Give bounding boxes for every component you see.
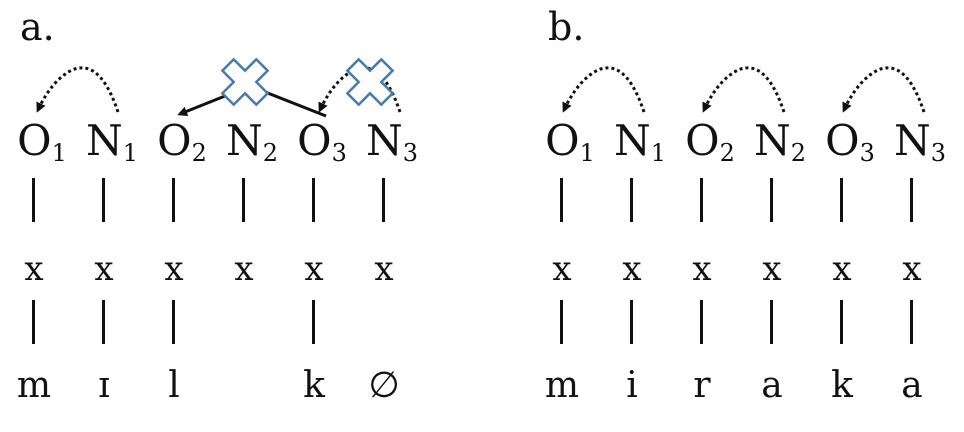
association-line — [172, 300, 175, 344]
skeletal-x: x — [164, 249, 184, 289]
association-line — [770, 178, 773, 222]
skeletal-x: x — [234, 249, 254, 289]
node-N1: N1 — [85, 116, 139, 167]
association-line — [630, 300, 633, 344]
skeletal-x: x — [552, 249, 572, 289]
skeletal-x: x — [94, 249, 114, 289]
segment: a — [761, 365, 783, 406]
association-line — [102, 300, 105, 344]
node-N3: N3 — [893, 116, 947, 167]
association-line — [312, 178, 315, 222]
panel-label: b. — [548, 5, 585, 49]
segment: l — [168, 365, 180, 406]
node-O2: O2 — [685, 116, 735, 167]
segment: k — [831, 365, 853, 406]
panel-label: a. — [20, 5, 55, 49]
skeletal-x: x — [832, 249, 852, 289]
association-line — [910, 300, 913, 344]
node-N1: N1 — [613, 116, 667, 167]
association-line — [32, 300, 35, 344]
association-line — [102, 178, 105, 222]
segment: i — [626, 365, 638, 406]
association-line — [382, 178, 385, 222]
segment: k — [303, 365, 325, 406]
segment: r — [693, 365, 711, 406]
association-line — [630, 178, 633, 222]
panel-b: b. O1 N1 O2 N2 O3 N3 x x x x x x m i r a… — [482, 0, 964, 432]
association-line — [840, 178, 843, 222]
skeletal-x: x — [622, 249, 642, 289]
association-line — [32, 178, 35, 222]
segment: m — [16, 365, 52, 406]
segment: a — [901, 365, 923, 406]
association-line — [172, 178, 175, 222]
skeletal-x: x — [762, 249, 782, 289]
node-O1: O1 — [545, 116, 595, 167]
association-line — [312, 300, 315, 344]
skeletal-x: x — [374, 249, 394, 289]
skeletal-x: x — [902, 249, 922, 289]
association-line — [910, 178, 913, 222]
segment: ɪ — [98, 365, 110, 406]
node-N2: N2 — [225, 116, 279, 167]
node-O2: O2 — [157, 116, 207, 167]
segment: m — [544, 365, 580, 406]
association-line — [700, 178, 703, 222]
node-N3: N3 — [365, 116, 419, 167]
skeletal-x: x — [24, 249, 44, 289]
association-line — [560, 178, 563, 222]
node-N2: N2 — [753, 116, 807, 167]
association-line — [840, 300, 843, 344]
panel-a: a. O1 N1 O2 N2 O3 N3 x x x x x x m ɪ l k… — [16, 5, 419, 406]
skeletal-x: x — [692, 249, 712, 289]
association-line — [770, 300, 773, 344]
association-line — [242, 178, 245, 222]
skeletal-x: x — [304, 249, 324, 289]
node-O3: O3 — [297, 116, 347, 167]
association-line — [700, 300, 703, 344]
association-line — [560, 300, 563, 344]
node-O3: O3 — [825, 116, 875, 167]
segment: ∅ — [368, 365, 400, 406]
node-O1: O1 — [17, 116, 67, 167]
